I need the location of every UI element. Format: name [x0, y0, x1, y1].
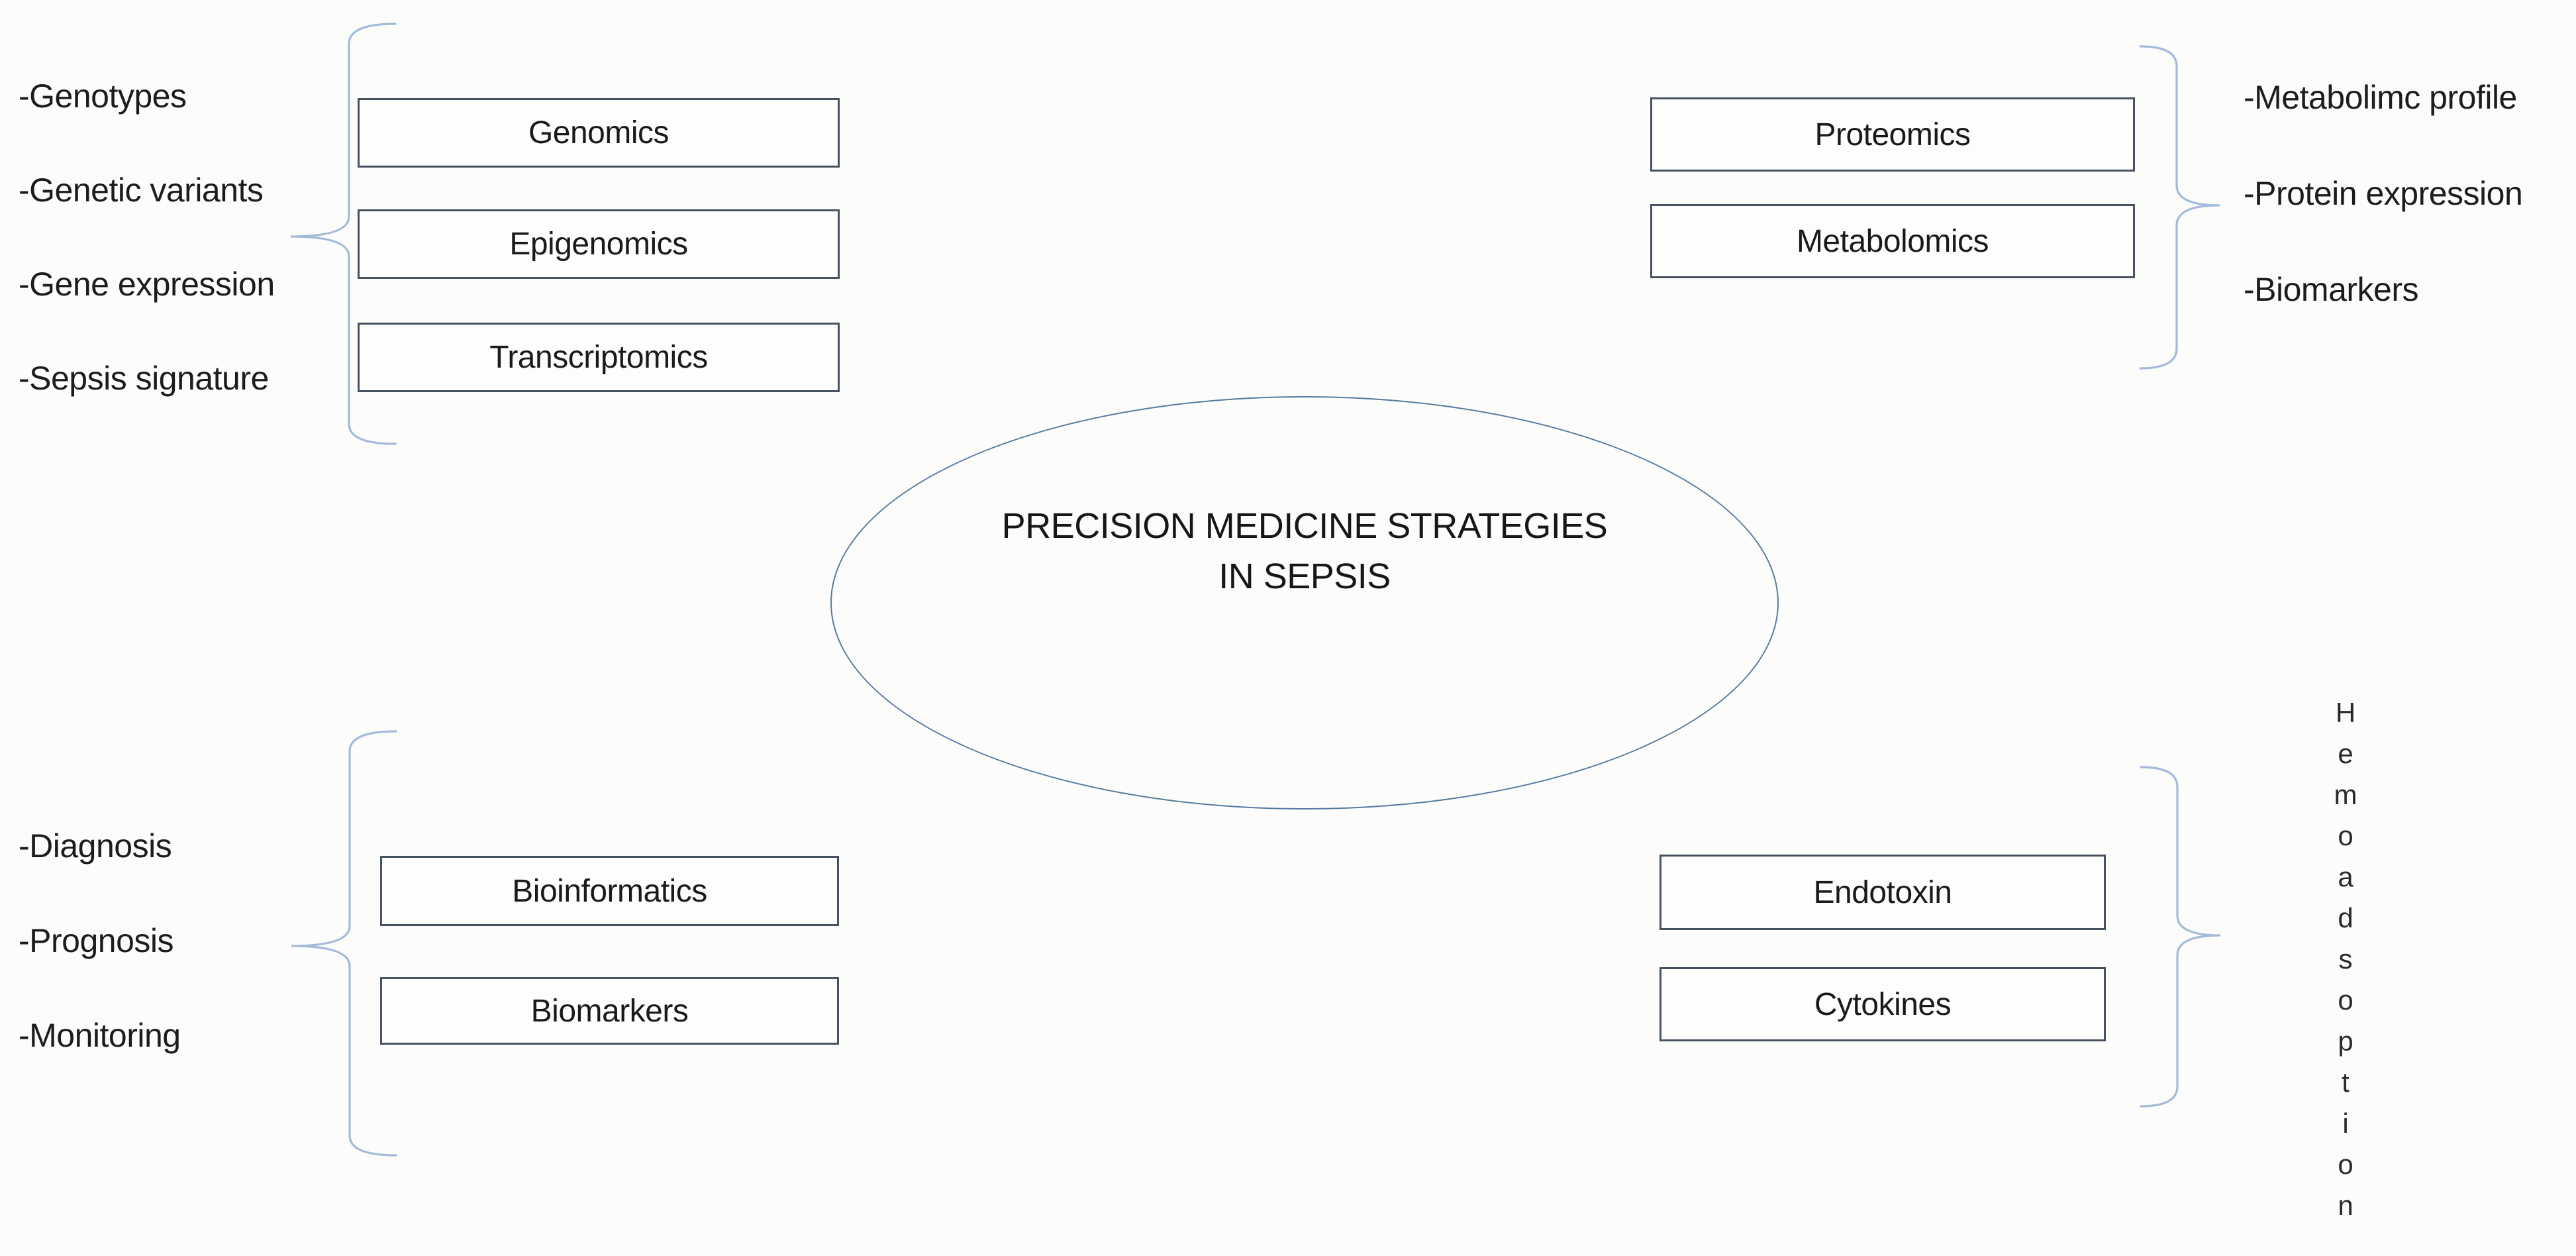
title-line1: PRECISION MEDICINE STRATEGIES	[1001, 506, 1608, 546]
box-genomics: Genomics	[358, 98, 840, 168]
box-proteomics: Proteomics	[1650, 97, 2135, 172]
note-biomarkers-right: -Biomarkers	[2244, 271, 2418, 308]
box-genomics-label: Genomics	[528, 115, 669, 150]
note-gene-expression: -Gene expression	[19, 266, 275, 303]
note-metabolimc-profile: -Metabolimc profile	[2244, 79, 2517, 116]
box-cytokines-label: Cytokines	[1814, 986, 1952, 1022]
page-title: PRECISION MEDICINE STRATEGIES IN SEPSIS	[830, 501, 1779, 602]
box-endotoxin: Endotoxin	[1660, 855, 2106, 930]
box-transcriptomics: Transcriptomics	[358, 323, 840, 392]
box-cytokines: Cytokines	[1660, 967, 2106, 1041]
box-bioinformatics: Bioinformatics	[380, 856, 839, 926]
box-proteomics-label: Proteomics	[1814, 117, 1971, 152]
title-line2: IN SEPSIS	[1218, 556, 1391, 596]
box-metabolomics-label: Metabolomics	[1796, 223, 1989, 259]
bottom-right-brace-icon	[2140, 766, 2221, 1108]
box-epigenomics: Epigenomics	[358, 209, 840, 279]
box-endotoxin-label: Endotoxin	[1813, 874, 1953, 910]
genomic-notes-list: -Genotypes -Genetic variants -Gene expre…	[19, 75, 275, 451]
note-prognosis: -Prognosis	[19, 922, 173, 959]
note-genetic-variants: -Genetic variants	[19, 172, 264, 209]
box-biomarkers: Biomarkers	[380, 977, 839, 1045]
box-epigenomics-label: Epigenomics	[509, 227, 688, 262]
note-diagnosis: -Diagnosis	[19, 827, 172, 864]
analysis-notes-list: -Diagnosis -Prognosis -Monitoring	[19, 825, 181, 1109]
bottom-left-brace-icon	[291, 730, 397, 1157]
box-transcriptomics-label: Transcriptomics	[489, 340, 708, 375]
box-bioinformatics-label: Bioinformatics	[512, 873, 707, 909]
box-biomarkers-label: Biomarkers	[530, 993, 689, 1029]
note-sepsis-signature: -Sepsis signature	[19, 360, 269, 397]
note-monitoring: -Monitoring	[19, 1017, 181, 1054]
note-protein-expression: -Protein expression	[2244, 175, 2523, 212]
box-metabolomics: Metabolomics	[1650, 204, 2135, 278]
proteomic-notes-list: -Metabolimc profile -Protein expression …	[2244, 76, 2523, 364]
center-ellipse	[830, 396, 1779, 810]
note-genotypes: -Genotypes	[19, 78, 187, 115]
top-right-brace-icon	[2139, 45, 2220, 370]
